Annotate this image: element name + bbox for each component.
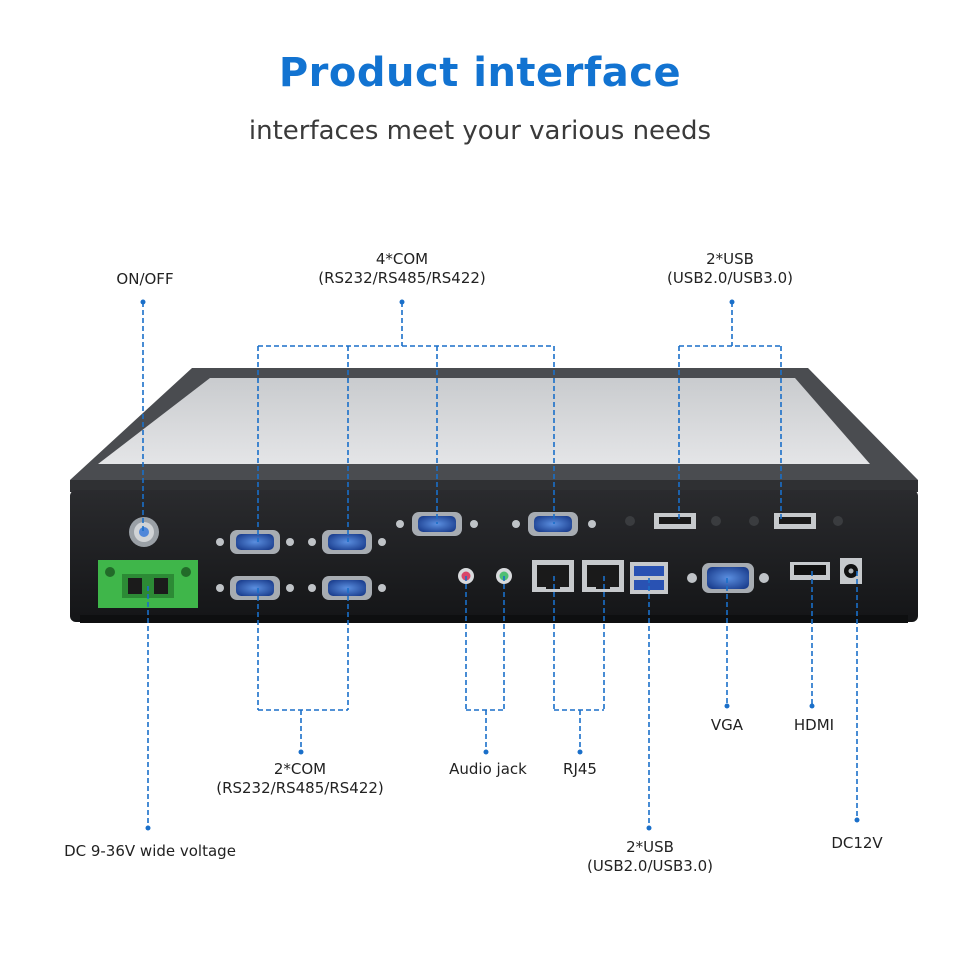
label-dc-wide-voltage: DC 9-36V wide voltage [64, 842, 236, 860]
label-2com: 2*COM (RS232/RS485/RS422) [216, 760, 384, 797]
usb-port-top-2 [749, 513, 843, 529]
label-dc12v: DC12V [831, 834, 883, 852]
vga-port [687, 563, 769, 593]
dc12v-jack [840, 558, 862, 584]
label-hdmi: HDMI [793, 716, 835, 734]
hdmi-port [790, 562, 830, 580]
com-port-6 [512, 512, 596, 536]
label-usb-top: 2*USB (USB2.0/USB3.0) [666, 250, 794, 287]
leader-lines [142, 302, 858, 828]
leader-dots [140, 299, 860, 831]
usb-port-top-1 [625, 513, 721, 529]
rj45-port-1 [532, 560, 574, 592]
label-usb-bottom: 2*USB (USB2.0/USB3.0) [586, 838, 714, 875]
dc-terminal-block [98, 560, 198, 608]
page-subtitle: interfaces meet your various needs [248, 116, 712, 146]
label-on-off: ON/OFF [116, 270, 174, 288]
power-button [129, 517, 159, 547]
label-4com: 4*COM (RS232/RS485/RS422) [318, 250, 486, 287]
com-port-1 [216, 530, 294, 554]
label-rj45: RJ45 [563, 760, 597, 778]
com-port-3 [216, 576, 294, 600]
com-port-2 [308, 530, 386, 554]
page-title: Product interface [278, 50, 682, 96]
com-port-4 [308, 576, 386, 600]
label-vga: VGA [710, 716, 744, 734]
device-screen [98, 378, 870, 464]
rj45-port-2 [582, 560, 624, 592]
label-audio-jack: Audio jack [449, 760, 527, 778]
